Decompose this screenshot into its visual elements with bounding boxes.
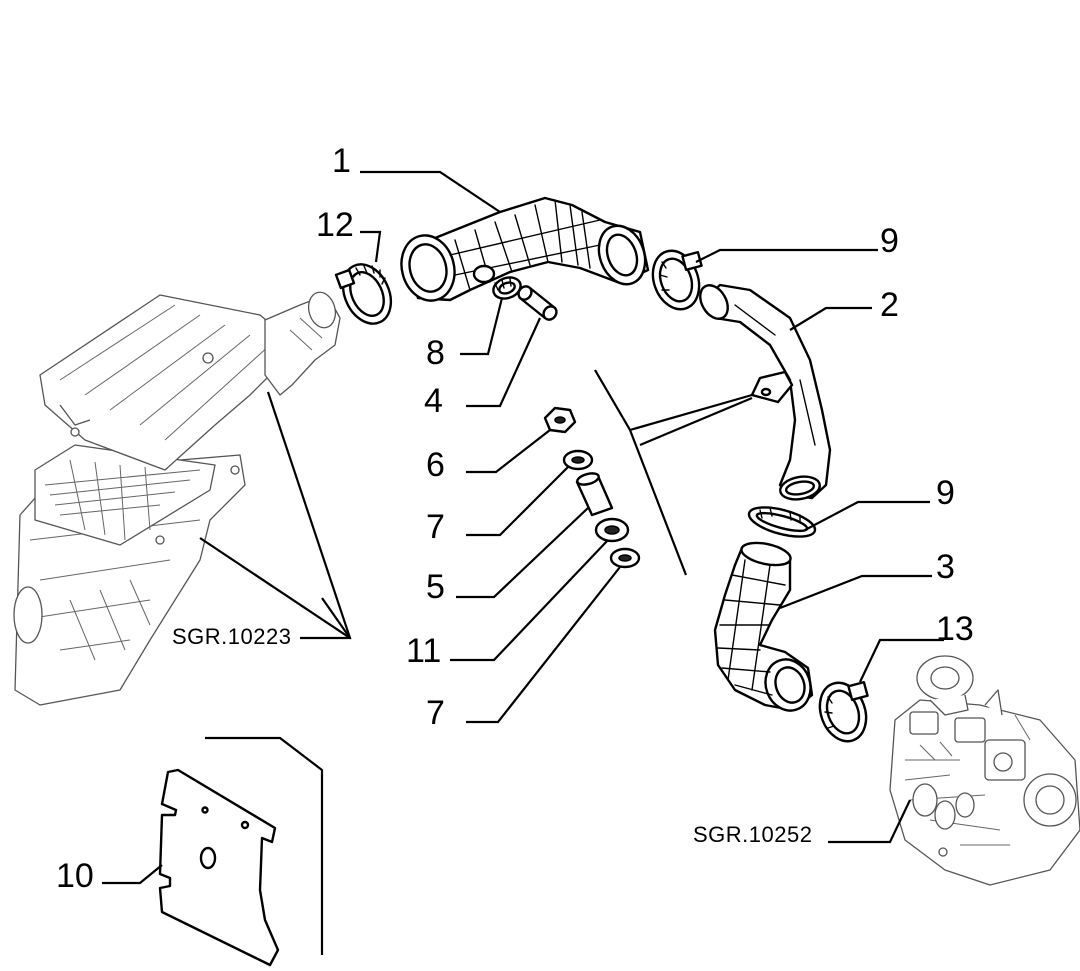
callout-4: 4 bbox=[424, 382, 443, 420]
reference-turbocharger: SGR.10252 bbox=[693, 822, 812, 847]
callout-9-lower: 9 bbox=[936, 474, 955, 512]
callout-2: 2 bbox=[880, 286, 899, 324]
hose-clamp-12 bbox=[334, 263, 393, 325]
reference-air-filter: SGR.10223 bbox=[172, 624, 291, 649]
turbocharger-context bbox=[889, 655, 1080, 886]
hose-clamp-9-upper bbox=[651, 249, 703, 311]
callout-12: 12 bbox=[316, 206, 354, 244]
callout-8: 8 bbox=[426, 334, 445, 372]
washer-7-lower bbox=[609, 547, 641, 569]
callout-11: 11 bbox=[406, 632, 441, 670]
callout-5: 5 bbox=[426, 568, 445, 606]
nut-6 bbox=[543, 406, 577, 434]
callout-6: 6 bbox=[426, 446, 445, 484]
reference-labels: SGR.10223 SGR.10252 bbox=[172, 624, 812, 847]
callout-13: 13 bbox=[936, 610, 974, 648]
callout-1: 1 bbox=[332, 142, 351, 180]
callout-10: 10 bbox=[56, 857, 94, 895]
pipe-2 bbox=[699, 283, 832, 501]
grommet-11 bbox=[594, 517, 630, 543]
hose-clamp-9-lower bbox=[747, 506, 817, 538]
plate-10 bbox=[158, 768, 280, 967]
hose-clamp-13 bbox=[818, 680, 869, 743]
leader-lines bbox=[102, 170, 944, 955]
air-filter-housing bbox=[13, 291, 341, 706]
callout-7-upper: 7 bbox=[426, 508, 445, 546]
hose-3 bbox=[713, 541, 814, 712]
washer-7-upper bbox=[562, 449, 594, 471]
callout-3: 3 bbox=[936, 548, 955, 586]
spacer-5 bbox=[575, 472, 614, 517]
small-pipe-4 bbox=[517, 285, 558, 321]
callout-7-lower: 7 bbox=[426, 694, 445, 732]
callout-labels: 1 12 8 4 6 7 5 11 7 9 2 9 3 13 10 bbox=[56, 142, 974, 895]
small-clamp-8 bbox=[492, 276, 522, 300]
callout-9-upper: 9 bbox=[880, 222, 899, 260]
intake-hose-1 bbox=[400, 196, 650, 302]
